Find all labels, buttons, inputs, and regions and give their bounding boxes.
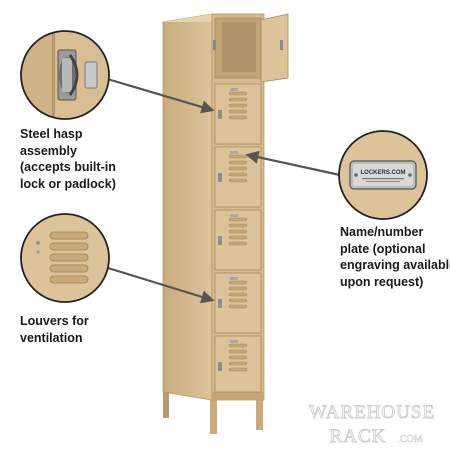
open-door-hasp <box>280 40 283 50</box>
watermark-line2: RACK <box>330 426 387 447</box>
watermark-logo: WAREHOUSE RACK .COM <box>308 402 435 448</box>
plate-line-4: upon request) <box>340 274 424 289</box>
louver-detail-slat <box>49 231 89 240</box>
locker-leg-back-left <box>163 390 169 418</box>
door-louver-slat <box>228 229 248 234</box>
door-louver-slat <box>228 355 248 360</box>
door-hasp[interactable] <box>218 362 222 371</box>
hasp-circle-border <box>20 30 110 120</box>
louvers-line-1: Louvers for <box>20 314 89 328</box>
open-compartment-hasp <box>213 40 216 50</box>
locker-leg-front-left <box>210 398 217 434</box>
hasp-arrow <box>103 76 215 114</box>
locker-side-panel <box>162 13 213 401</box>
open-compartment-back <box>222 22 256 72</box>
louver-detail-circle <box>20 213 110 303</box>
louver-circle-border <box>20 213 110 303</box>
locker-door-5[interactable] <box>214 272 262 334</box>
door-louver-slat <box>228 217 248 222</box>
louver-slats <box>49 231 89 284</box>
plate-line-2: plate (optional <box>340 241 426 256</box>
door-louver-slat <box>228 304 248 309</box>
door-louver-slat <box>228 343 248 348</box>
hasp-line-3: (accepts built-in <box>20 160 116 174</box>
louvers-callout-text: Louvers for ventilation <box>20 313 89 346</box>
plate-arrow <box>245 150 341 177</box>
open-door <box>260 13 289 83</box>
door-louver-slat <box>228 286 248 291</box>
door-hasp[interactable] <box>218 236 222 245</box>
watermark-line1: WAREHOUSE <box>309 402 435 423</box>
door-louver-slat <box>228 280 248 285</box>
hasp-line-4: lock or padlock) <box>20 176 116 191</box>
louver-detail-slat <box>49 275 89 284</box>
plate-line-1: Name/number <box>340 225 424 239</box>
door-louver-slat <box>228 361 248 366</box>
plate-text: LOCKERS.COM <box>361 170 406 176</box>
locker <box>162 13 289 434</box>
door-hasp[interactable] <box>218 173 222 182</box>
door-louver-slat <box>228 115 248 120</box>
door-louver-slat <box>228 241 248 246</box>
door-louver-slat <box>228 178 248 183</box>
door-hasp[interactable] <box>218 110 222 119</box>
door-louver-slat <box>228 154 248 159</box>
door-louver-slat <box>228 109 248 114</box>
locker-base <box>212 392 264 400</box>
hasp-line-2: assembly <box>20 143 77 158</box>
door-louver-slat <box>228 223 248 228</box>
door-louver-slat <box>228 103 248 108</box>
door-number-plate <box>230 214 238 217</box>
hasp-line-1: Steel hasp <box>20 127 83 141</box>
door-louver-slat <box>228 292 248 297</box>
plate-callout-text: Name/number plate (optional engraving av… <box>340 224 450 290</box>
plate-detail-circle: LOCKERS.COM <box>338 130 428 220</box>
door-louver-slat <box>228 97 248 102</box>
door-louver-slat <box>228 349 248 354</box>
louvers-arrow <box>107 266 215 304</box>
door-louver-slat <box>228 160 248 165</box>
louver-detail-slat <box>49 253 89 262</box>
door-louver-slat <box>228 298 248 303</box>
door-louver-slat <box>228 166 248 171</box>
plate-circle-border <box>338 130 428 220</box>
door-louver-slat <box>228 367 248 372</box>
hasp-detail-circle <box>20 30 110 120</box>
louver-detail-slat <box>49 242 89 251</box>
louver-detail-slat <box>49 264 89 273</box>
door-louver-slat <box>228 172 248 177</box>
door-louver-slat <box>228 91 248 96</box>
callout-arrows <box>103 76 341 304</box>
louvers-line-2: ventilation <box>20 330 83 345</box>
watermark-suffix: .COM <box>397 434 422 445</box>
door-hasp[interactable] <box>218 299 222 308</box>
door-louver-slat <box>228 235 248 240</box>
door-number-plate <box>230 277 238 280</box>
locker-leg-front-right <box>256 398 263 430</box>
hasp-callout-text: Steel hasp assembly (accepts built-in lo… <box>20 126 116 192</box>
door-number-plate <box>230 340 238 343</box>
plate-line-3: engraving available <box>340 258 450 272</box>
door-number-plate <box>230 88 238 91</box>
door-number-plate <box>230 151 238 154</box>
door-details <box>218 88 248 372</box>
